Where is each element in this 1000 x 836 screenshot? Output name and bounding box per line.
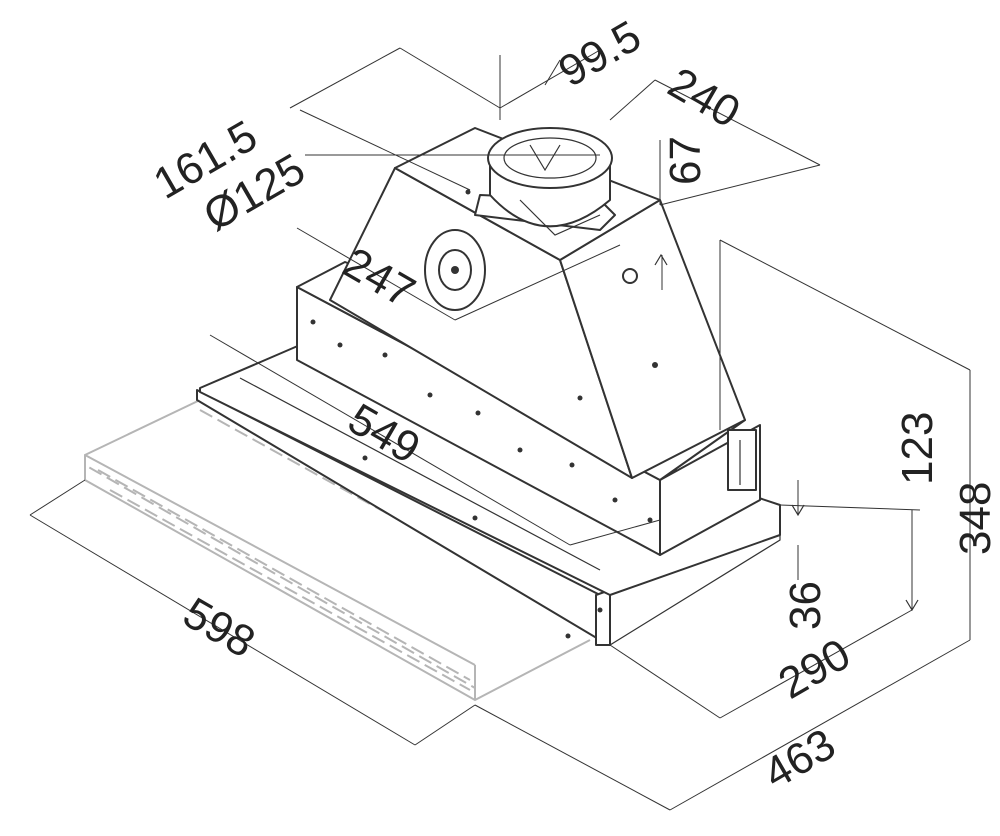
dim-label-240: 240	[660, 58, 748, 137]
dim-label-463: 463	[756, 720, 844, 799]
dim-label-99-5: 99.5	[551, 11, 650, 96]
dim-label-598: 598	[175, 588, 263, 667]
arrow-marks	[654, 253, 919, 612]
wall-bracket	[727, 429, 757, 491]
dimension-lines	[29, 47, 971, 811]
dim-label-290: 290	[771, 630, 859, 709]
mounting-holes	[310, 189, 658, 639]
dim-label-36: 36	[781, 581, 830, 630]
visor-front-face	[595, 589, 611, 646]
duct-spigot	[474, 127, 616, 236]
hood-body	[196, 127, 781, 647]
dim-label-348: 348	[951, 482, 1000, 555]
dim-label-67: 67	[661, 136, 710, 185]
dim-label-123: 123	[893, 412, 942, 485]
